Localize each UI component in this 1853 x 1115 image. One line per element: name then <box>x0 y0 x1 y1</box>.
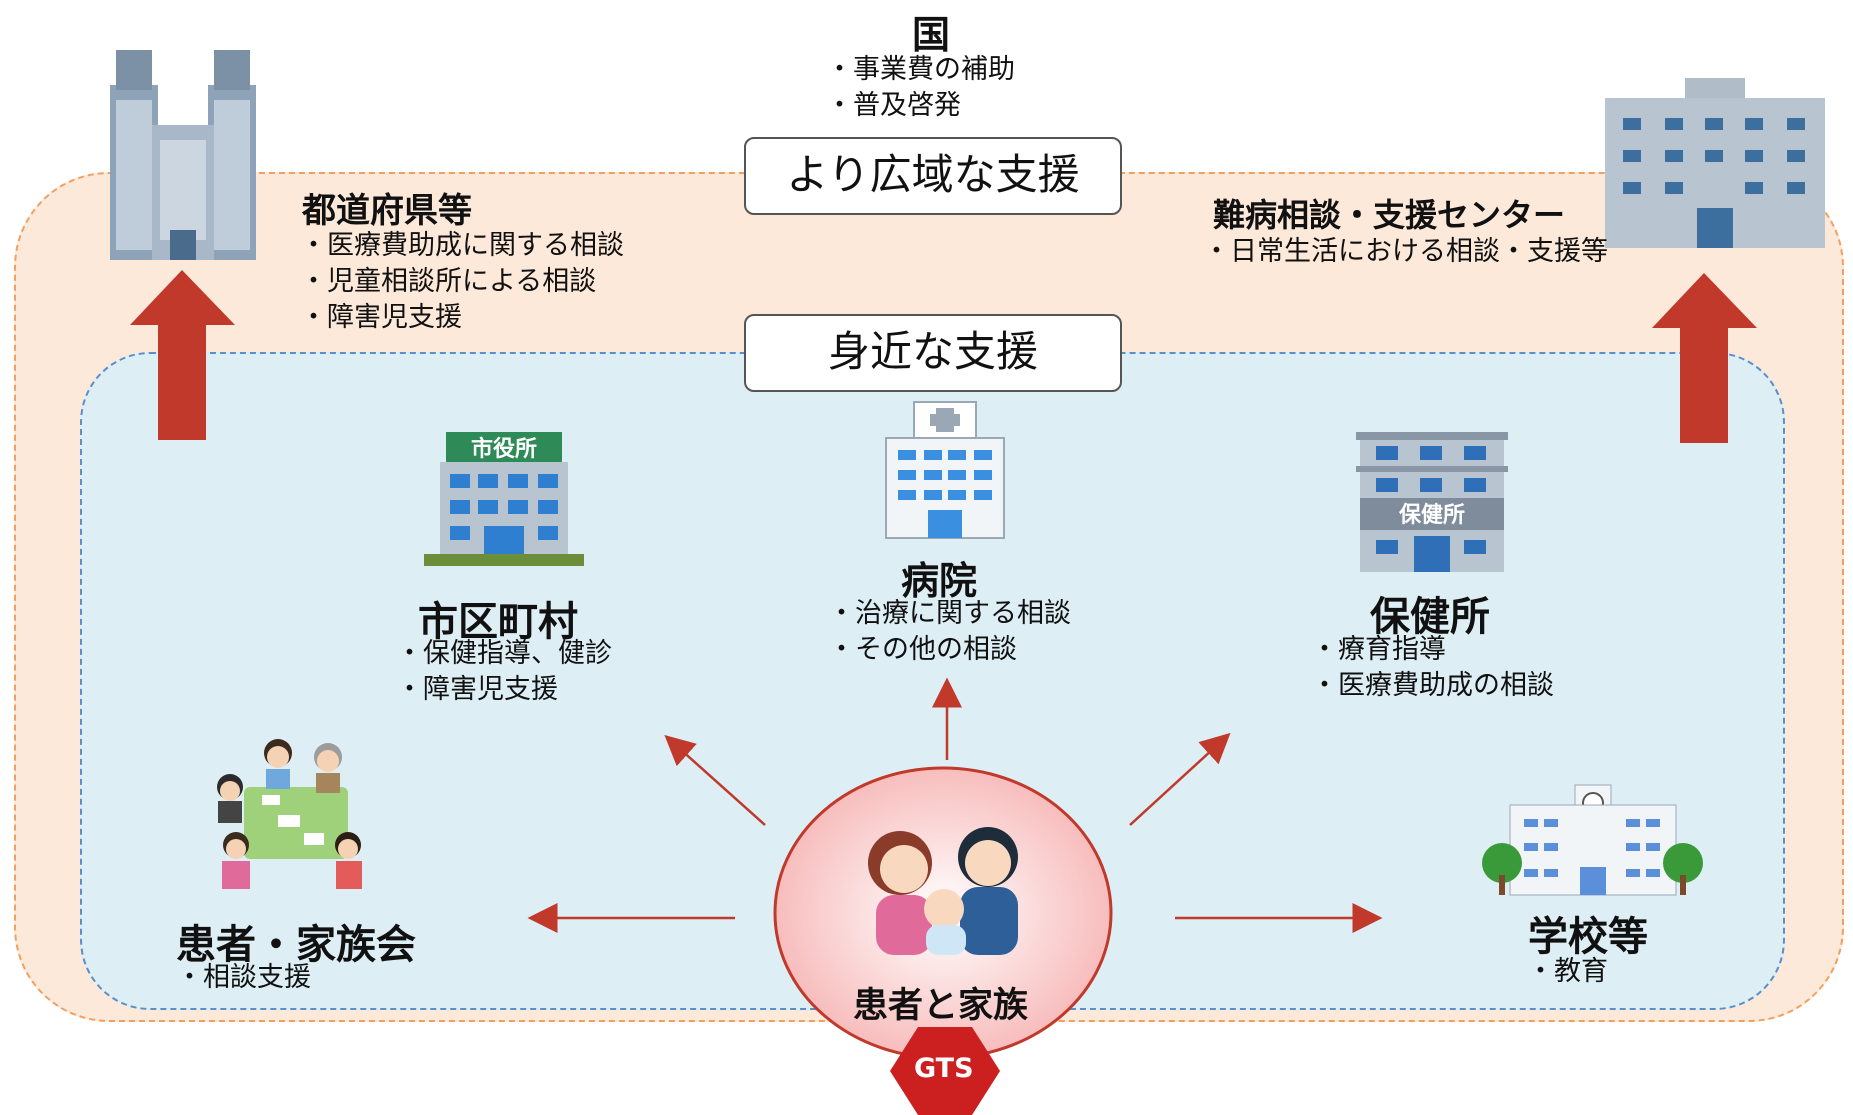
near-support-label: 身近な支援 <box>744 314 1122 392</box>
national-item: ・事業費の補助 <box>826 54 1015 85</box>
health-center-items: ・療育指導 ・医療費助成の相談 <box>1311 632 1554 704</box>
up-arrow-icon <box>130 270 235 440</box>
family-association-meeting-icon <box>217 739 362 889</box>
municipality-item: ・保健指導、健診 <box>396 638 612 669</box>
municipality-item: ・障害児支援 <box>396 674 558 705</box>
support-center-title: 難病相談・支援センター <box>1213 196 1566 234</box>
family-association-title: 患者・家族会 <box>176 922 416 968</box>
arrow-to-health-center <box>1129 732 1231 826</box>
hospital-item: ・治療に関する相談 <box>828 598 1071 629</box>
national-items: ・事業費の補助 ・普及啓発 <box>826 52 1015 124</box>
hospital-item: ・その他の相談 <box>828 634 1017 665</box>
school-title: 学校等 <box>1528 914 1648 960</box>
municipality-title: 市区町村 <box>418 599 578 645</box>
patient-family-title: 患者と家族 <box>853 986 1029 1026</box>
up-arrow-icon <box>1652 273 1757 443</box>
gts-badge-label: GTS <box>914 1053 974 1084</box>
health-center-title: 保健所 <box>1370 594 1490 640</box>
family-association-item: ・相談支援 <box>176 962 311 993</box>
family-association-items: ・相談支援 <box>176 960 311 996</box>
support-center-items: ・日常生活における相談・支援等 <box>1203 234 1608 270</box>
support-center-building-icon <box>1605 78 1825 248</box>
prefecture-item: ・児童相談所による相談 <box>300 266 597 297</box>
health-center-sign: 保健所 <box>1398 502 1465 528</box>
gts-badge <box>890 1027 1000 1115</box>
wide-support-label: より広域な支援 <box>744 137 1122 215</box>
prefectural-office-icon <box>110 50 256 260</box>
school-item: ・教育 <box>1527 956 1608 987</box>
health-center-icon: 保健所 <box>1356 432 1508 572</box>
prefecture-item: ・医療費助成に関する相談 <box>300 230 624 261</box>
city-hall-sign: 市役所 <box>471 436 537 462</box>
family-illustration-icon <box>868 827 1018 955</box>
city-hall-icon: 市役所 <box>424 432 584 566</box>
school-icon <box>1482 784 1703 896</box>
support-center-item: ・日常生活における相談・支援等 <box>1203 236 1608 267</box>
hospital-icon <box>885 401 1005 539</box>
health-center-item: ・療育指導 <box>1311 634 1446 665</box>
hospital-items: ・治療に関する相談 ・その他の相談 <box>828 596 1071 668</box>
municipality-items: ・保健指導、健診 ・障害児支援 <box>396 636 612 708</box>
health-center-item: ・医療費助成の相談 <box>1311 670 1554 701</box>
national-title: 国 <box>912 13 951 57</box>
prefecture-title: 都道府県等 <box>302 191 472 231</box>
school-items: ・教育 <box>1527 954 1608 990</box>
prefecture-item: ・障害児支援 <box>300 302 462 333</box>
arrow-to-municipality <box>664 734 766 826</box>
national-item: ・普及啓発 <box>826 90 961 121</box>
prefecture-items: ・医療費助成に関する相談 ・児童相談所による相談 ・障害児支援 <box>300 228 624 336</box>
hospital-title: 病院 <box>901 559 978 603</box>
